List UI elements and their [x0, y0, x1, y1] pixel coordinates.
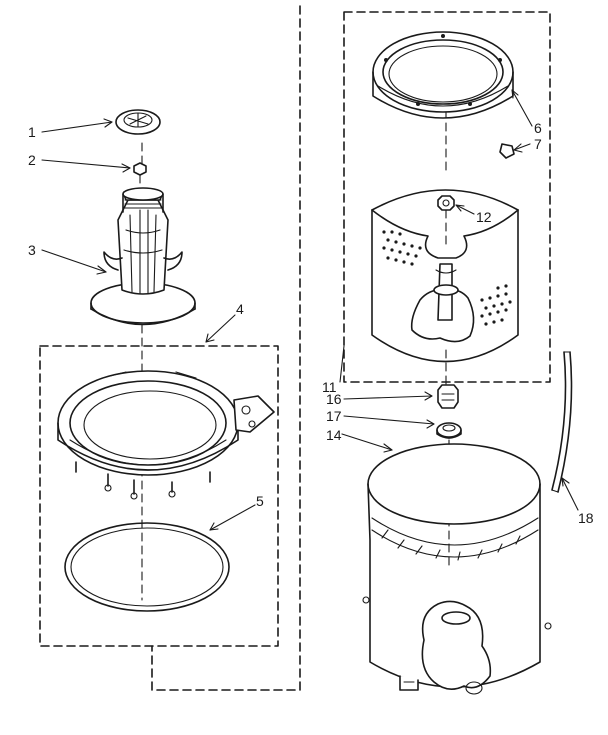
part-3-agitator	[90, 187, 196, 326]
part-1-agitator-cap	[115, 109, 161, 135]
callout-7: 7	[534, 136, 542, 152]
part-6-balance-ring	[372, 31, 514, 119]
dashed-group-lines	[39, 5, 551, 691]
part-16-spanner-nut	[437, 384, 459, 409]
callout-4: 4	[236, 301, 244, 317]
part-7-clip	[499, 143, 515, 159]
leader-lines	[41, 89, 579, 531]
part-12-nut	[437, 195, 455, 211]
basket-perforations-left	[382, 230, 422, 266]
part-4-tub-ring	[57, 370, 275, 500]
callout-1: 1	[28, 124, 36, 140]
part-14-outer-tub	[362, 443, 552, 695]
callout-5: 5	[256, 493, 264, 509]
callout-11: 11	[322, 379, 337, 395]
part-2-bolt	[133, 162, 147, 184]
callout-labels: 1 2 3 4 5 6 7 11 12 14 16 17 18	[28, 120, 594, 526]
part-5-seal-ring	[64, 522, 230, 612]
callout-16: 16	[326, 391, 342, 407]
callout-2: 2	[28, 152, 36, 168]
part-18-hose	[551, 351, 573, 493]
callout-6: 6	[534, 120, 542, 136]
basket-perforations-right	[480, 284, 512, 326]
tub-vent-slots	[381, 529, 521, 561]
part-17-seal	[436, 422, 462, 439]
callout-14: 14	[326, 427, 342, 443]
callout-3: 3	[28, 242, 36, 258]
callout-12: 12	[476, 209, 492, 225]
callout-18: 18	[578, 510, 594, 526]
callout-17: 17	[326, 408, 342, 424]
part-11-basket	[371, 189, 519, 363]
